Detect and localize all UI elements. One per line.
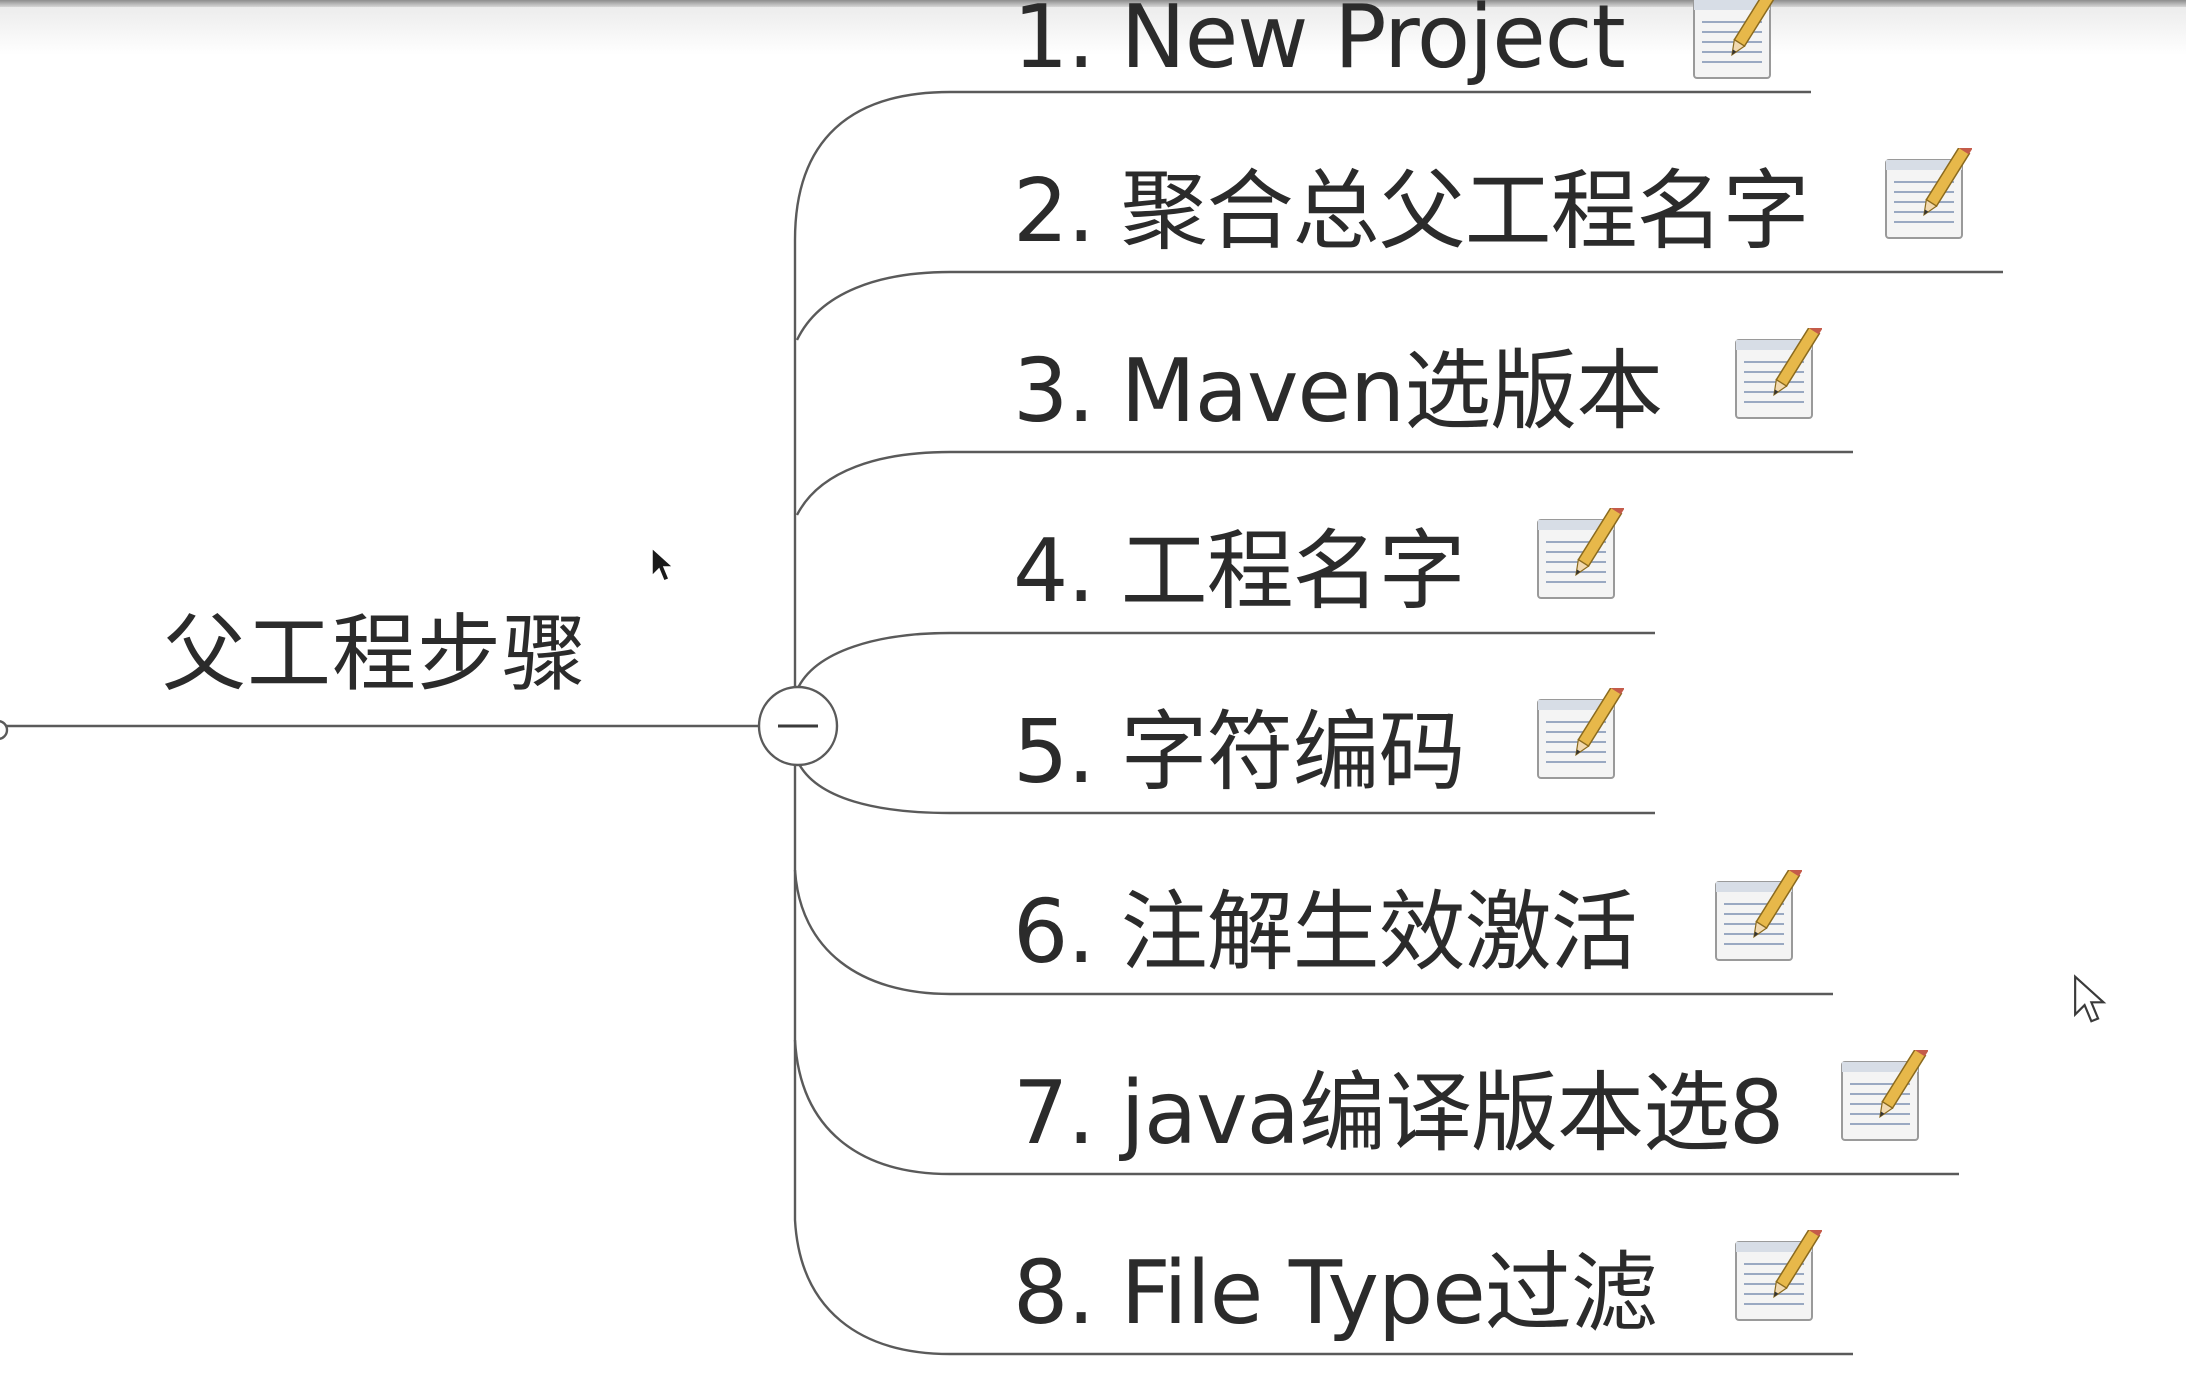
mouse-cursor-icon xyxy=(651,546,675,582)
branch-connector-5 xyxy=(795,759,1655,815)
central-topic-label[interactable]: 父工程步骤 xyxy=(162,605,588,703)
note-pencil-icon[interactable] xyxy=(1532,688,1624,782)
window-top-shadow xyxy=(0,7,2186,55)
branch-connector-1 xyxy=(793,90,1811,726)
note-pencil-icon[interactable] xyxy=(1836,1050,1928,1144)
mouse-cursor-icon xyxy=(2074,974,2107,1023)
branch-connector-7 xyxy=(793,870,1959,1176)
branch-label-1[interactable]: 1. New Project xyxy=(1013,0,1626,88)
note-pencil-icon[interactable] xyxy=(1730,328,1822,422)
branch-label-7[interactable]: 7. java编译版本选8 xyxy=(1013,1062,1784,1164)
branch-connector-2 xyxy=(795,270,2003,341)
branch-label-5[interactable]: 5. 字符编码 xyxy=(1013,701,1466,803)
branch-connector-8 xyxy=(793,1040,1853,1356)
branch-connector-6 xyxy=(793,726,1833,996)
note-pencil-icon[interactable] xyxy=(1532,508,1624,602)
branch-label-8[interactable]: 8. File Type过滤 xyxy=(1013,1242,1658,1344)
collapse-toggle-button[interactable] xyxy=(756,684,840,768)
note-pencil-icon[interactable] xyxy=(1730,1230,1822,1324)
branch-label-3[interactable]: 3. Maven选版本 xyxy=(1013,340,1663,442)
branch-connector-3 xyxy=(795,450,1853,516)
branch-label-6[interactable]: 6. 注解生效激活 xyxy=(1013,881,1638,983)
branch-label-2[interactable]: 2. 聚合总父工程名字 xyxy=(1013,160,1810,262)
branch-connector-4 xyxy=(795,631,1655,691)
note-pencil-icon[interactable] xyxy=(1688,0,1780,82)
window-top-edge xyxy=(0,0,2186,7)
note-pencil-icon[interactable] xyxy=(1710,870,1802,964)
branch-label-4[interactable]: 4. 工程名字 xyxy=(1013,520,1466,622)
note-pencil-icon[interactable] xyxy=(1880,148,1972,242)
parent-node-marker xyxy=(0,720,9,740)
